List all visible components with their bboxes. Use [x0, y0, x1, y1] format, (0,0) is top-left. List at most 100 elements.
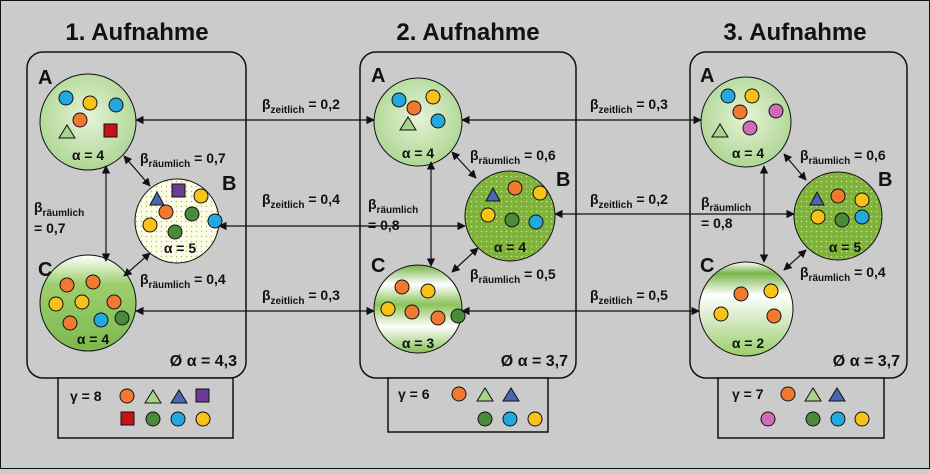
circle-icon: [59, 277, 75, 293]
circle-icon: [114, 310, 130, 326]
temporal-label-a-12: βzeitlich = 0,2: [262, 96, 340, 116]
triangle-icon: [170, 389, 188, 404]
gamma-label-1: γ = 8: [70, 388, 102, 404]
circle-icon: [830, 188, 846, 204]
species-group-a-3: [711, 88, 784, 138]
circle-icon: [167, 224, 183, 240]
species-group-a-2: [391, 89, 446, 131]
spatial-label-ac-2: βräumlich: [368, 196, 418, 216]
square-icon: [171, 183, 186, 198]
circle-icon: [766, 308, 782, 324]
species-group-b-3: [809, 188, 870, 228]
circle-icon: [760, 411, 776, 427]
spatial-label-ab-1: βräumlich = 0,7: [140, 150, 226, 170]
spatial-value-ac-2: = 0,8: [368, 217, 400, 233]
spatial-arrow-ab-1: [123, 155, 151, 187]
spatial-label-ac-1: βräumlich: [34, 199, 84, 219]
circle-icon: [477, 411, 493, 427]
spatial-label-bc-3: βräumlich = 0,4: [800, 264, 886, 284]
site-b-alpha-2: α = 4: [494, 239, 527, 255]
circle-icon: [720, 88, 736, 104]
circle-icon: [119, 388, 135, 404]
circle-icon: [780, 386, 796, 402]
circle-icon: [48, 296, 64, 312]
circle-icon: [404, 304, 420, 320]
circle-icon: [504, 212, 520, 228]
circle-icon: [733, 286, 749, 302]
gamma-label-3: γ = 7: [732, 386, 764, 402]
circle-icon: [834, 212, 850, 228]
square-icon: [195, 388, 210, 403]
site-a-alpha-2: α = 4: [402, 145, 435, 161]
circle-icon: [72, 112, 88, 128]
panel-title-3: 3. Aufnahme: [723, 19, 866, 46]
circle-icon: [93, 312, 109, 328]
spatial-arrow-bc-1: [123, 252, 151, 277]
circle-icon: [85, 274, 101, 290]
site-c-alpha-3: α = 2: [732, 335, 765, 351]
temporal-label-a-23: βzeitlich = 0,3: [590, 96, 668, 116]
species-group-c-1: [48, 274, 130, 331]
triangle-icon: [58, 124, 76, 139]
spatial-value-ac-1: = 0,7: [34, 220, 66, 236]
circle-icon: [170, 411, 186, 427]
site-b-letter-1: B: [222, 173, 236, 195]
circle-icon: [854, 209, 870, 225]
circle-icon: [763, 283, 779, 299]
species-group-b-2: [480, 180, 548, 230]
temporal-label-b-12: βzeitlich = 0,4: [262, 191, 340, 211]
circle-icon: [425, 89, 441, 105]
spatial-label-ab-2: βräumlich = 0,6: [470, 147, 556, 167]
site-c-letter-3: C: [700, 255, 714, 277]
circle-icon: [145, 411, 161, 427]
spatial-label-ac-3: βräumlich: [701, 194, 751, 214]
site-c-alpha-1: α = 4: [77, 331, 110, 347]
circle-icon: [62, 315, 78, 331]
circle-icon: [732, 104, 748, 120]
circle-icon: [805, 411, 821, 427]
square-icon: [103, 123, 118, 138]
circle-icon: [74, 294, 90, 310]
species-group-b-1: [142, 183, 223, 240]
circle-icon: [742, 120, 758, 136]
spatial-arrow-ab-2: [451, 151, 477, 179]
circle-icon: [195, 411, 211, 427]
circle-icon: [713, 306, 729, 322]
spatial-arrow-ab-3: [783, 153, 807, 181]
panel-title-2: 2. Aufnahme: [396, 19, 539, 46]
circle-icon: [810, 209, 826, 225]
site-a-alpha-3: α = 4: [732, 145, 765, 161]
mean-alpha-1: Ø α = 4,3: [170, 353, 237, 370]
gamma-box-2: [387, 377, 549, 433]
mean-alpha-3: Ø α = 3,7: [833, 353, 900, 370]
spatial-arrow-bc-3: [783, 249, 807, 271]
spatial-label-ab-3: βräumlich = 0,6: [800, 147, 886, 167]
circle-icon: [854, 411, 870, 427]
triangle-icon: [144, 389, 162, 404]
triangle-icon: [828, 387, 846, 402]
circle-icon: [394, 279, 410, 295]
circle-icon: [451, 386, 467, 402]
triangle-icon: [149, 190, 165, 206]
square-icon: [120, 411, 135, 426]
circle-icon: [193, 188, 209, 204]
circle-icon: [768, 103, 784, 119]
spatial-arrow-bc-2: [451, 247, 479, 273]
site-b-letter-2: B: [556, 169, 570, 191]
circle-icon: [430, 310, 446, 326]
temporal-label-c-23: βzeitlich = 0,5: [590, 287, 668, 307]
temporal-label-b-23: βzeitlich = 0,2: [590, 191, 668, 211]
circle-icon: [391, 92, 407, 108]
circle-icon: [108, 97, 124, 113]
spatial-label-bc-2: βräumlich = 0,5: [470, 266, 556, 286]
circle-icon: [158, 204, 174, 220]
circle-icon: [380, 301, 396, 317]
site-b-alpha-3: α = 5: [829, 239, 862, 255]
site-a-letter-3: A: [700, 65, 714, 87]
panel-title-1: 1. Aufnahme: [65, 19, 208, 46]
mean-alpha-2: Ø α = 3,7: [501, 353, 568, 370]
circle-icon: [142, 217, 158, 233]
gamma-box-1: [57, 377, 234, 439]
spatial-label-bc-1: βräumlich = 0,4: [140, 271, 226, 291]
